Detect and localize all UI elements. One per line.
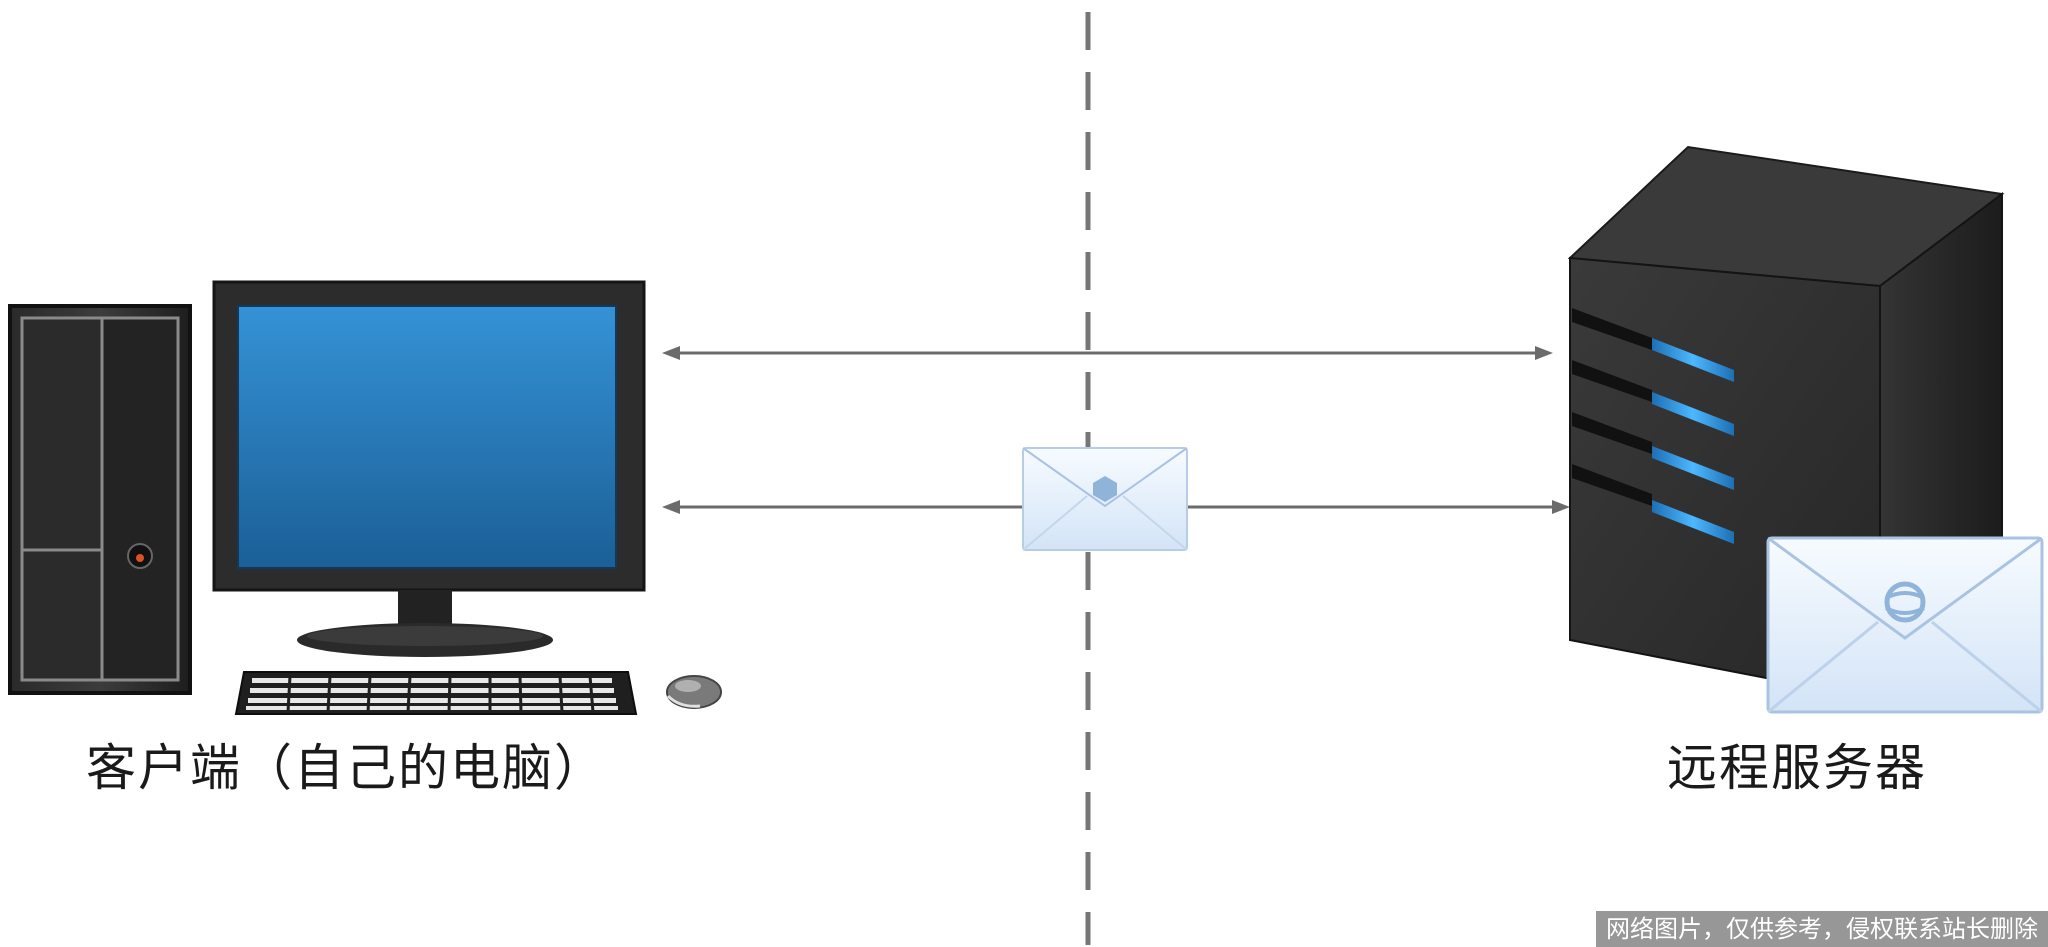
server-drive-bay <box>1572 360 1734 436</box>
keyboard-icon <box>234 671 638 715</box>
top-bidirectional-arrow <box>662 346 1553 360</box>
mouse-icon <box>666 675 722 709</box>
desktop-tower-icon <box>8 304 192 695</box>
globe-icon <box>1884 581 1926 623</box>
monitor-icon <box>212 280 646 657</box>
server-drive-bay <box>1572 412 1734 490</box>
server-drive-bay <box>1572 308 1734 382</box>
mail-envelope-icon <box>1766 536 2044 714</box>
server-drive-bay <box>1572 464 1734 544</box>
server-label: 远程服务器 <box>1667 739 1927 797</box>
client-label: 客户端（自己的电脑） <box>86 739 606 797</box>
watermark-banner: 网络图片，仅供参考，侵权联系站长删除 <box>1596 911 2048 947</box>
envelope-icon <box>1022 447 1188 551</box>
